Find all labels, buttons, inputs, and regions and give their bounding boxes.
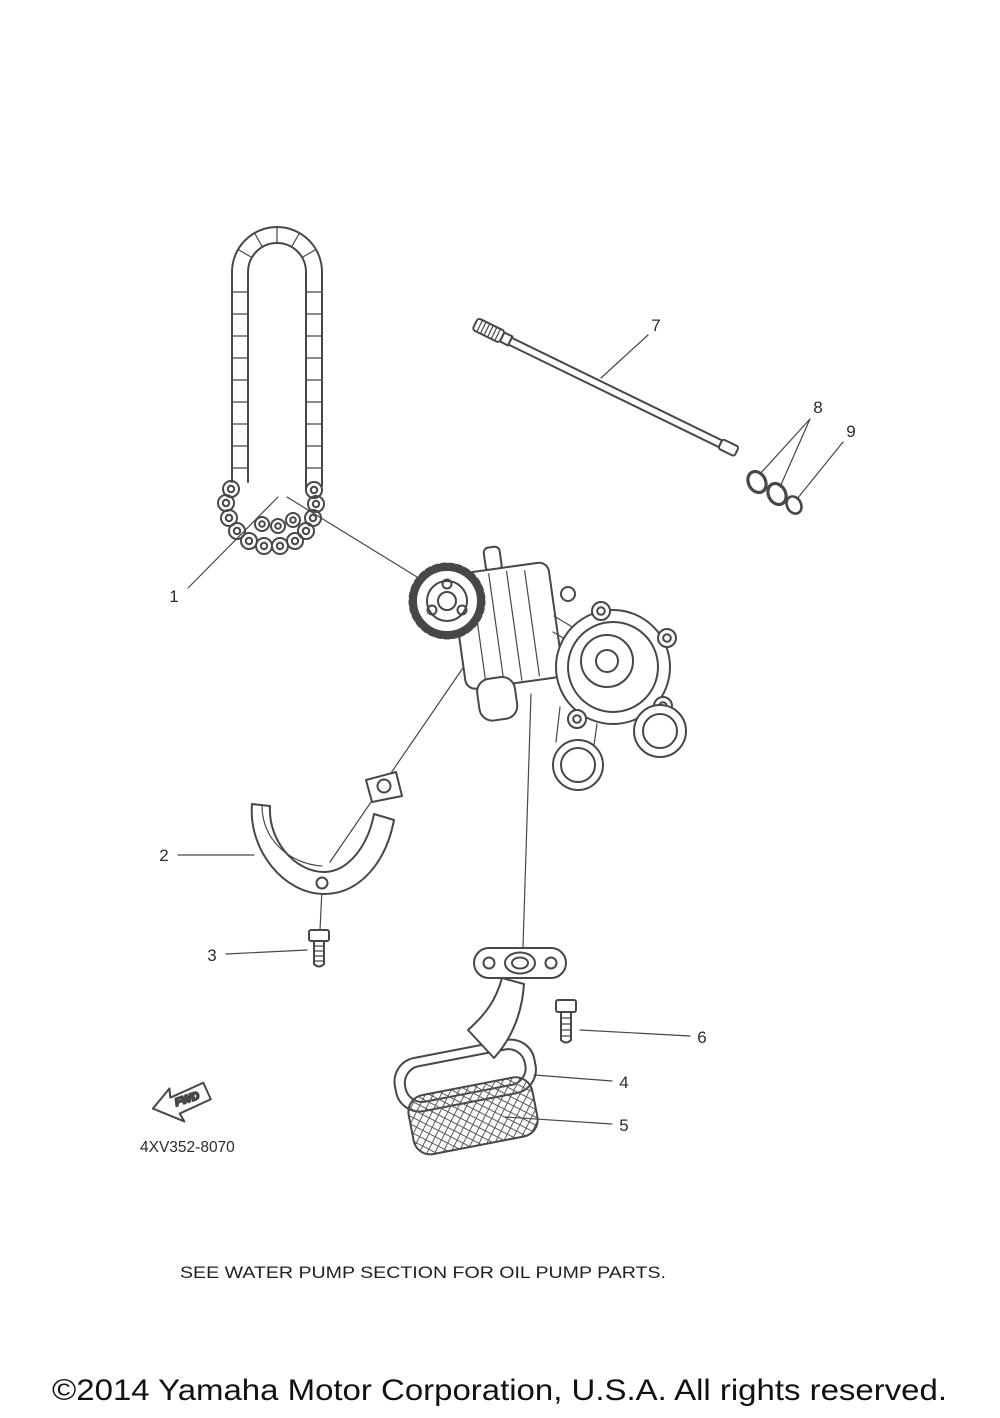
diagram-code: 4XV352-8070	[140, 1139, 235, 1156]
callouts: 1 2 3 4 5 6 7 8 9	[159, 316, 855, 1135]
chain-guide	[250, 771, 403, 895]
bolt-6	[555, 999, 577, 1044]
assembly-lines	[286, 496, 532, 948]
chain-links	[217, 480, 325, 555]
water-pump-housing	[552, 601, 687, 791]
fwd-arrow: FWD	[151, 1081, 212, 1123]
o-ring-8b	[766, 481, 788, 507]
callout-6: 6	[697, 1028, 706, 1047]
o-rings	[746, 469, 803, 515]
callout-9: 9	[846, 422, 855, 441]
callout-2: 2	[159, 846, 168, 865]
bolt-3	[308, 929, 330, 968]
callout-leaders	[177, 334, 844, 1125]
callout-3: 3	[207, 946, 216, 965]
footnote: SEE WATER PUMP SECTION FOR OIL PUMP PART…	[180, 1263, 666, 1282]
o-ring-9	[785, 495, 803, 515]
callout-5: 5	[619, 1116, 628, 1135]
strainer-screen	[407, 1076, 539, 1156]
oil-strainer-assembly	[393, 947, 567, 1156]
drive-chain	[217, 226, 325, 555]
strainer-pipe	[467, 977, 525, 1059]
outlet-flange	[633, 704, 687, 758]
copyright: ©2014 Yamaha Motor Corporation, U.S.A. A…	[52, 1374, 947, 1407]
o-ring-8a	[746, 469, 768, 495]
drive-sprocket	[408, 562, 486, 640]
callout-8: 8	[813, 398, 822, 417]
callout-4: 4	[619, 1073, 628, 1092]
callout-7: 7	[651, 316, 660, 335]
callout-1: 1	[169, 587, 178, 606]
pump-shaft	[472, 318, 740, 457]
strainer-flange	[473, 947, 567, 979]
